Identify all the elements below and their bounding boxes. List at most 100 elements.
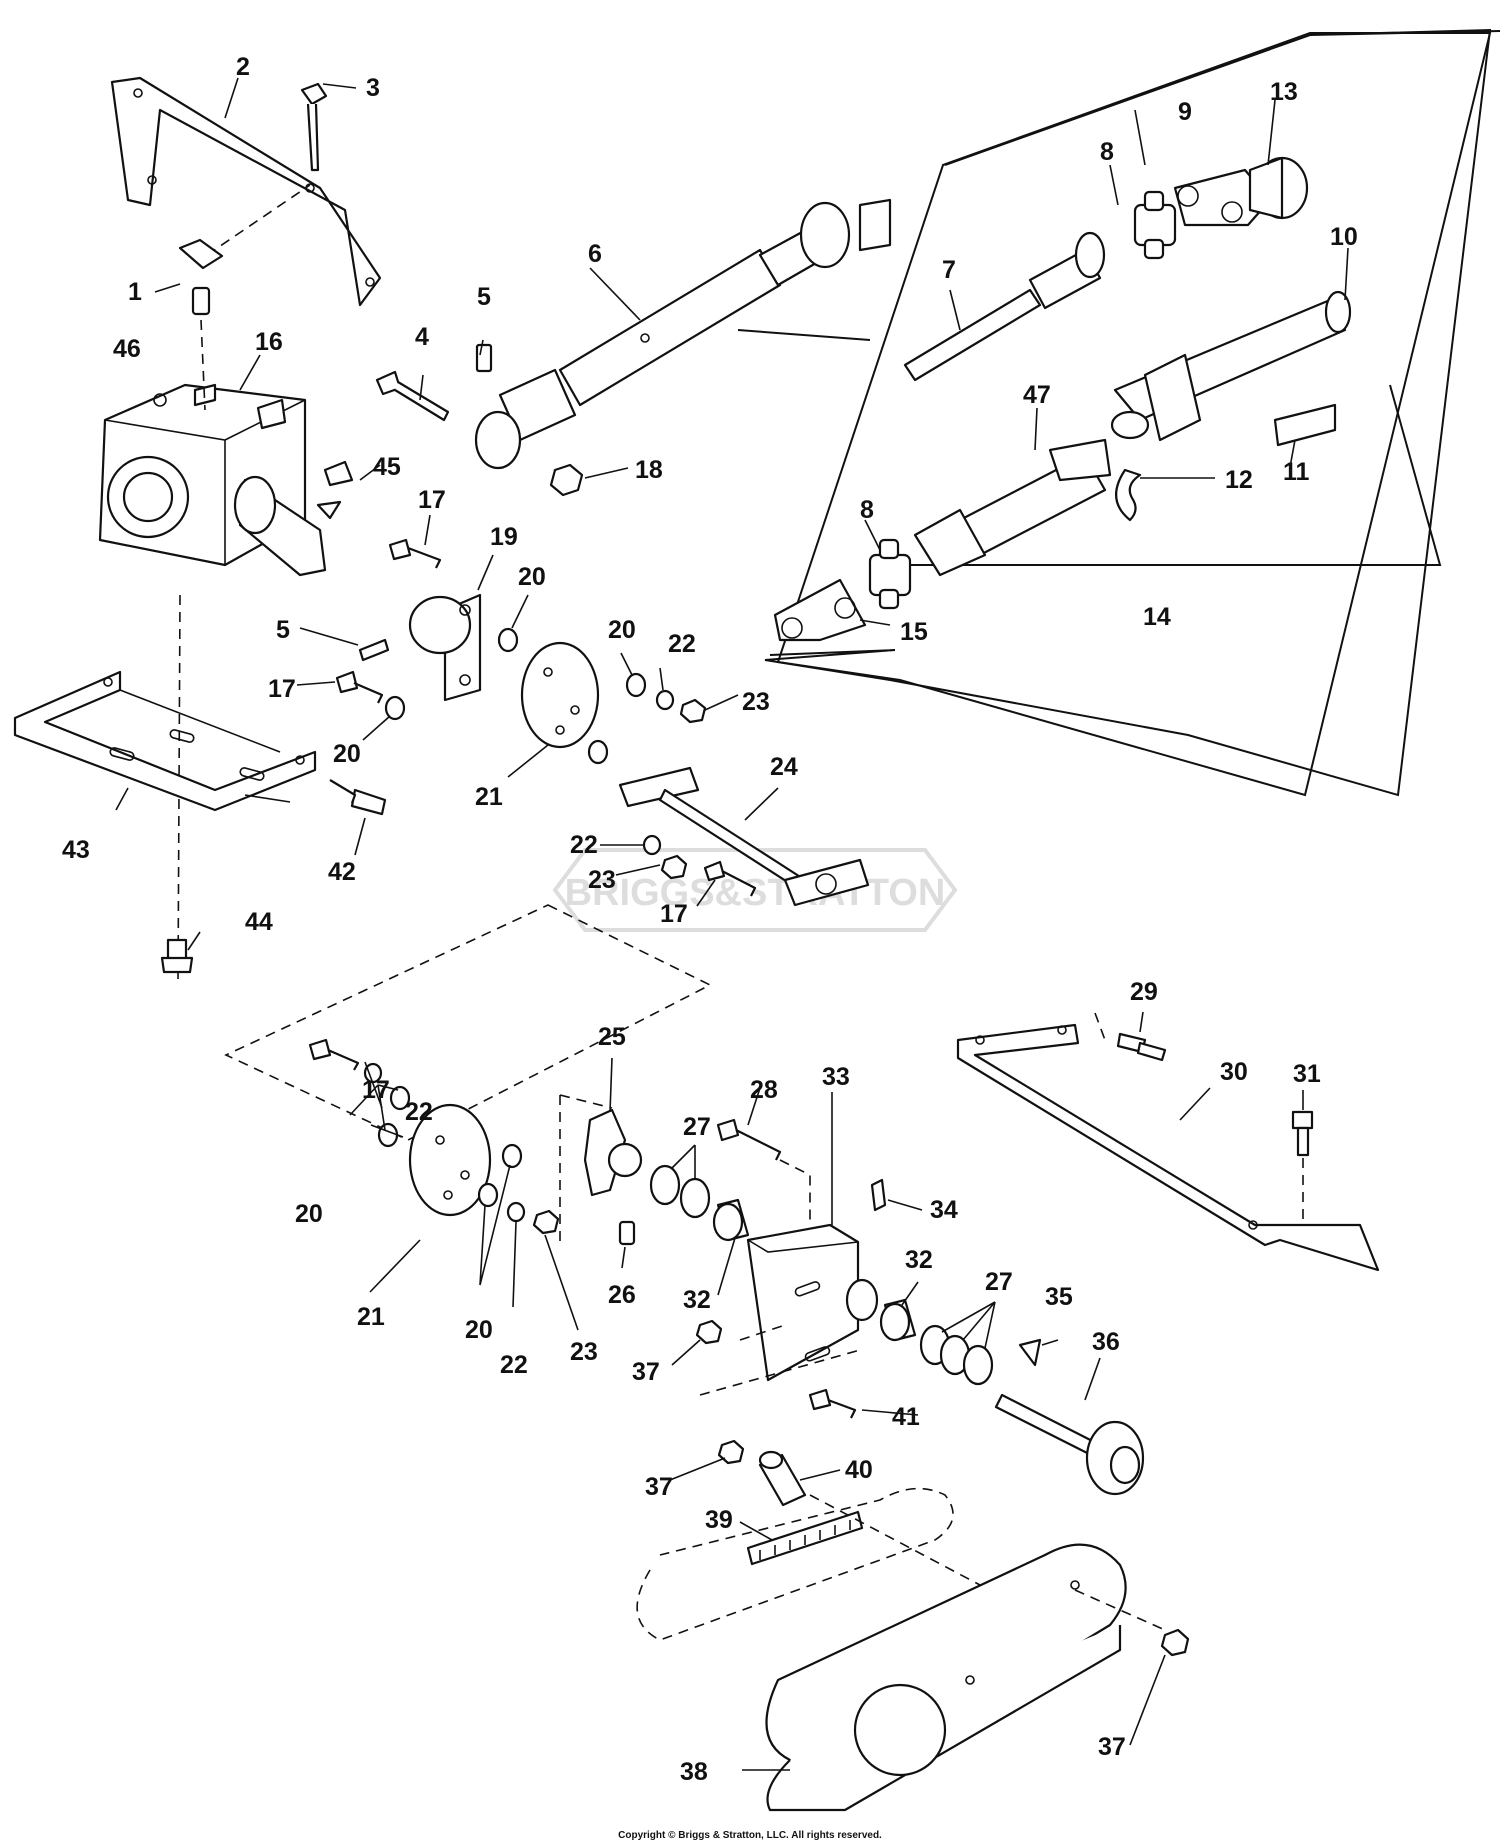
callout-18: 18: [635, 456, 663, 484]
washer-20-c: [625, 672, 647, 698]
callout-3: 3: [366, 74, 380, 102]
set-screw-5-upper: [475, 343, 493, 373]
set-screw-5-lower: [358, 638, 390, 662]
callout-17-b: 17: [268, 675, 296, 703]
callout-20-c: 20: [608, 616, 636, 644]
nut-37-b: [717, 1439, 745, 1465]
callout-labels: 1 2 3 4 5 5 6 7 8 8 9 10 11 12 13 14 15 …: [62, 53, 1358, 1786]
washer-20-d: [587, 739, 609, 765]
callout-34: 34: [930, 1196, 958, 1224]
callout-47: 47: [1023, 381, 1051, 409]
nut-37-a: [695, 1319, 723, 1345]
sprocket-shaft-36: [994, 1393, 1145, 1496]
nut-23-b: [660, 854, 688, 880]
kit-bracket-14: [905, 384, 1442, 566]
pto-drive-shaft: [474, 198, 892, 470]
key-35: [1018, 1338, 1042, 1367]
callout-42: 42: [328, 858, 356, 886]
bolt-17-c: [703, 860, 757, 897]
gearbox: [98, 383, 327, 986]
callout-16: 16: [255, 328, 283, 356]
callout-20-a: 20: [518, 563, 546, 591]
nut-23-a: [679, 698, 707, 724]
callout-33: 33: [822, 1063, 850, 1091]
callout-20-e: 20: [465, 1316, 493, 1344]
callout-4: 4: [415, 323, 429, 351]
callout-17-c: 17: [660, 900, 688, 928]
callout-39: 39: [705, 1506, 733, 1534]
kit-leader: [737, 329, 871, 341]
callout-22-a: 22: [668, 630, 696, 658]
decal-11: [1273, 403, 1337, 447]
callout-12: 12: [1225, 466, 1253, 494]
washer-20-a: [384, 695, 406, 721]
callout-8-upper: 8: [1100, 138, 1114, 166]
bolt-3: [300, 82, 328, 172]
retaining-ring-12: [1115, 468, 1142, 522]
callout-38: 38: [680, 1758, 708, 1786]
copyright-notice: Copyright © Briggs & Stratton, LLC. All …: [618, 1830, 882, 1841]
callout-8-lower: 8: [860, 496, 874, 524]
kit-boundary-outline: [764, 28, 1500, 797]
bolt-17-d: [308, 1038, 360, 1071]
bearing-flange-19: [408, 593, 482, 702]
callout-23-b: 23: [588, 866, 616, 894]
bushing-32-a: [712, 1198, 750, 1242]
lockwasher-22-b: [642, 834, 662, 856]
callout-28: 28: [750, 1076, 778, 1104]
bolt-28: [716, 1118, 782, 1161]
callout-10: 10: [1330, 223, 1358, 251]
knurled-hub-13: [1248, 156, 1309, 220]
cross-bearing-8-upper: [1133, 190, 1177, 260]
bushing-32-b: [879, 1298, 917, 1342]
callout-32-a: 32: [683, 1286, 711, 1314]
chain-outline: [636, 1487, 954, 1641]
callout-2: 2: [236, 53, 250, 81]
square-nut-1: [178, 238, 224, 270]
callout-5-upper: 5: [477, 283, 491, 311]
bearing-block-25: [583, 1108, 643, 1197]
watermark-text: BRIGGS&STRATTON: [565, 872, 946, 914]
callout-22-b: 22: [570, 831, 598, 859]
bearing-plate-33: [746, 1223, 879, 1382]
callout-6: 6: [588, 240, 602, 268]
lockwasher-22-d: [506, 1201, 526, 1223]
callout-13: 13: [1270, 78, 1298, 106]
callout-24: 24: [770, 753, 798, 781]
callout-17-d: 17: [362, 1076, 390, 1104]
bolt-41: [808, 1388, 857, 1419]
callout-27-a: 27: [683, 1113, 711, 1141]
callout-46: 46: [113, 335, 141, 363]
callout-26: 26: [608, 1281, 636, 1309]
washer-20-b: [497, 627, 519, 653]
bolt-29: [1116, 1032, 1167, 1062]
nut-37-c: [1160, 1628, 1190, 1657]
bearing-25-guide: [559, 1094, 613, 1245]
upper-mount-bracket: [110, 76, 382, 307]
bolt-29-guide: [1094, 1012, 1106, 1041]
bolt-42: [329, 779, 387, 816]
callout-22-d: 22: [500, 1351, 528, 1379]
flange-disc-21-a: [520, 641, 600, 749]
spacer-40: [758, 1450, 807, 1507]
callout-23-a: 23: [742, 688, 770, 716]
flange-disc-21-b: [408, 1103, 492, 1217]
callout-30: 30: [1220, 1058, 1248, 1086]
inner-shaft-7: [903, 231, 1106, 382]
callout-20-d: 20: [295, 1200, 323, 1228]
callout-14: 14: [1143, 603, 1171, 631]
callout-44: 44: [245, 908, 273, 936]
callout-40: 40: [845, 1456, 873, 1484]
bolt-28-guide: [779, 1159, 811, 1225]
bolt-31: [1291, 1110, 1314, 1157]
assembly-link-outline: [224, 904, 712, 1141]
bolt-17-a: [388, 538, 442, 569]
callout-35: 35: [1045, 1283, 1073, 1311]
nut-18: [549, 463, 584, 497]
drive-chain-39: [746, 1510, 864, 1566]
callout-32-b: 32: [905, 1246, 933, 1274]
callout-21-b: 21: [357, 1303, 385, 1331]
callout-7: 7: [942, 256, 956, 284]
callout-43: 43: [62, 836, 90, 864]
bolt-44: [160, 938, 194, 974]
